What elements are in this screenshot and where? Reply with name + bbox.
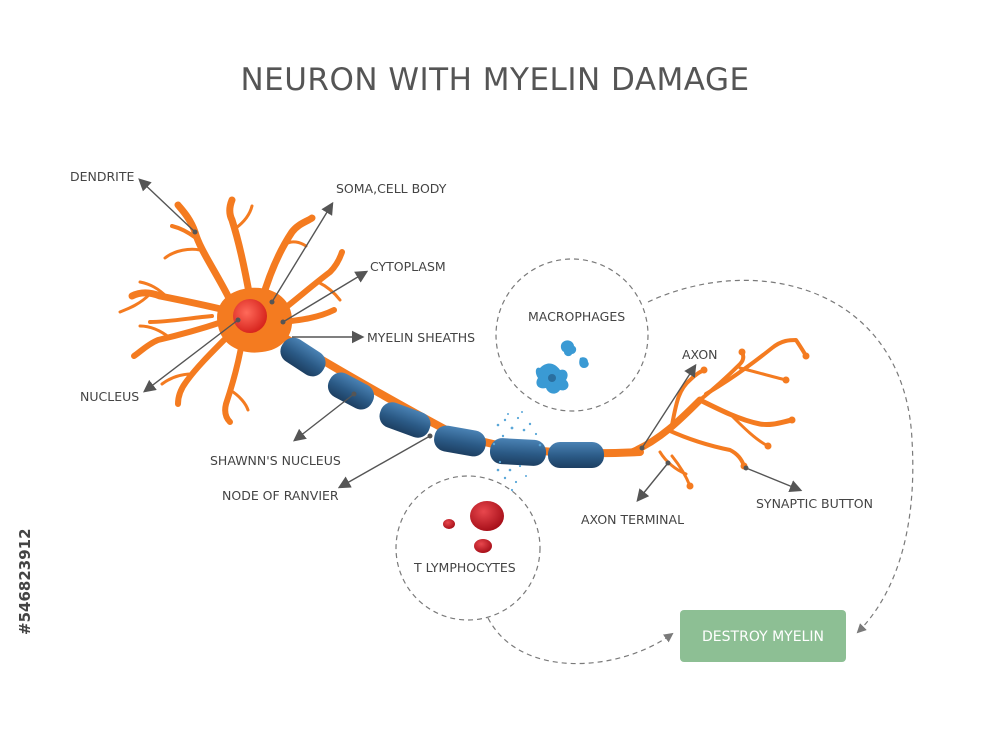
dendrites xyxy=(118,196,345,425)
myelin-segment xyxy=(548,442,604,468)
pointer-soma xyxy=(271,201,334,303)
myelin-segment xyxy=(327,372,375,410)
label-myelin-sheaths: MYELIN SHEATHS xyxy=(367,330,475,345)
nucleus xyxy=(233,299,267,333)
axon-terminal-branches xyxy=(628,338,808,488)
destroy-myelin-box: DESTROY MYELIN xyxy=(680,610,846,662)
lymphocyte-cell xyxy=(443,519,455,529)
macrophage-cell xyxy=(579,357,589,368)
pointer-dendrite xyxy=(138,178,196,233)
label-node-of-ranvier: NODE OF RANVIER xyxy=(222,488,339,503)
flow-arrow-lymphocytes xyxy=(487,617,674,665)
pointer-cytoplasm xyxy=(282,270,369,323)
label-nucleus: NUCLEUS xyxy=(80,389,139,404)
macrophages-circle xyxy=(495,258,649,412)
t-lymphocytes-circle xyxy=(395,475,541,621)
pointer-synaptic-button xyxy=(745,467,803,493)
myelin-segment xyxy=(434,425,486,457)
myelin-segment xyxy=(280,337,326,377)
pointer-node-of-ranvier xyxy=(337,435,431,489)
lymphocyte-cell xyxy=(474,539,492,553)
destroy-myelin-label: DESTROY MYELIN xyxy=(702,629,824,645)
synaptic-buttons xyxy=(686,348,810,490)
label-schwann-nucleus: SHAWNN'S NUCLEUS xyxy=(210,453,341,468)
label-cytoplasm: CYTOPLASM xyxy=(370,259,446,274)
label-axon-terminal: AXON TERMINAL xyxy=(581,512,684,527)
diagram-title: NEURON WITH MYELIN DAMAGE xyxy=(240,62,749,98)
pointer-axon-terminal xyxy=(636,462,669,502)
macrophages xyxy=(535,340,589,394)
pointer-axon xyxy=(641,363,697,449)
myelin-sheaths xyxy=(280,337,604,468)
lymphocyte-cell xyxy=(470,501,504,531)
pointer-dots xyxy=(192,229,749,471)
flow-arrow-macrophages xyxy=(647,279,914,634)
label-macrophages: MACROPHAGES xyxy=(528,309,625,324)
myelin-segment xyxy=(489,438,547,466)
label-synaptic-button: SYNAPTIC BUTTON xyxy=(756,496,873,511)
label-t-lymphocytes: T LYMPHOCYTES xyxy=(413,560,516,575)
myelin-debris xyxy=(492,411,542,492)
stock-id: #546823912 xyxy=(16,528,34,635)
pointer-nucleus xyxy=(142,319,239,393)
label-soma: SOMA,CELL BODY xyxy=(336,181,447,196)
pointer-schwann-nucleus xyxy=(293,393,355,442)
label-axon: AXON xyxy=(682,347,718,362)
myelin-segment xyxy=(379,402,431,438)
label-dendrite: DENDRITE xyxy=(70,169,135,184)
t-lymphocytes xyxy=(443,501,504,553)
macrophage-cell xyxy=(560,340,577,357)
pointer-lines xyxy=(138,178,803,502)
